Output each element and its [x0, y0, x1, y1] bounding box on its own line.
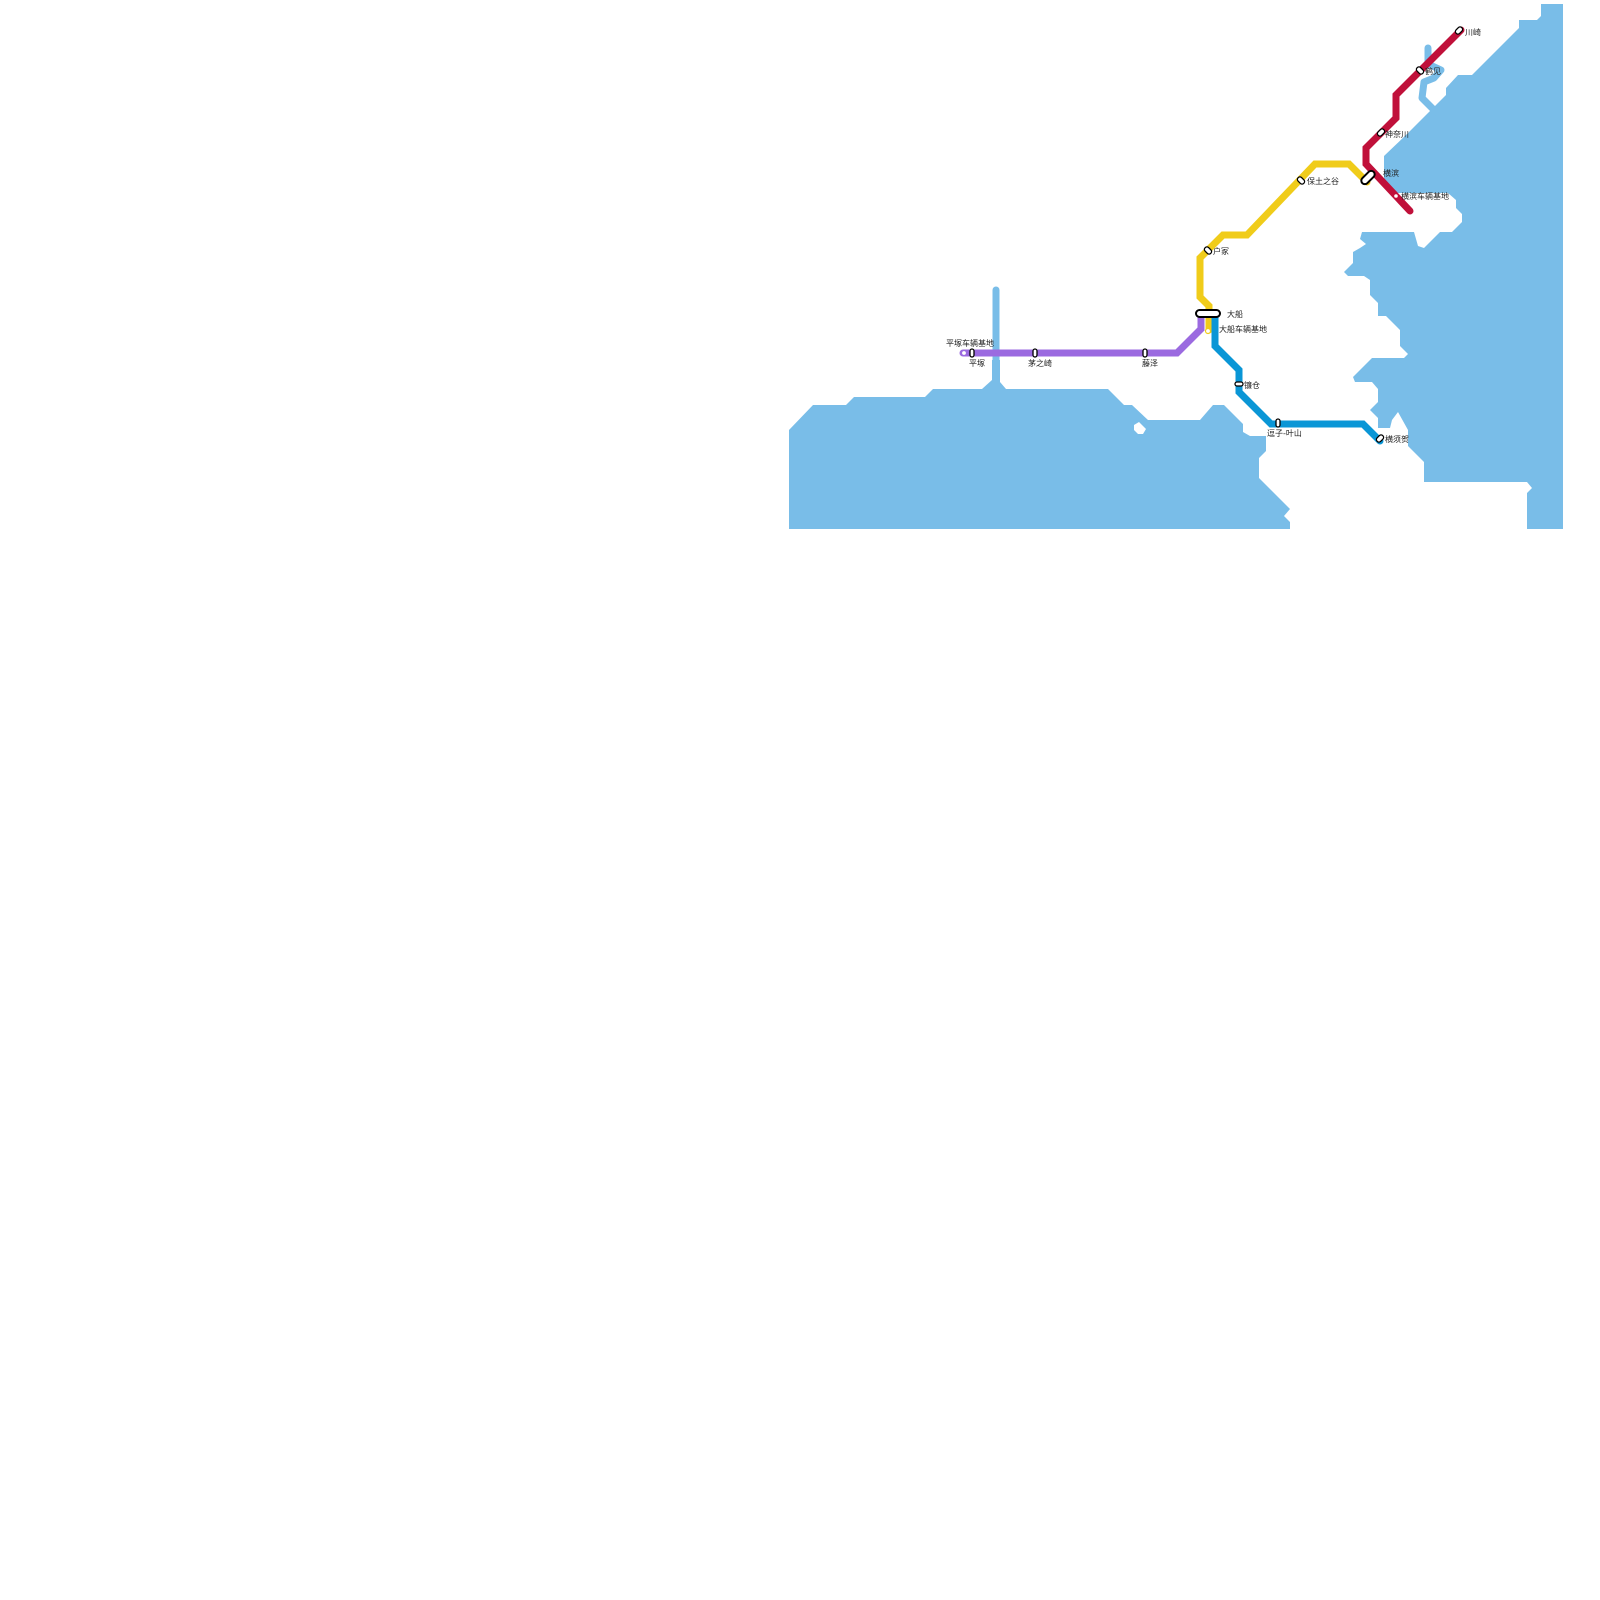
label-yokohama-depot: 横滨车辆基地	[1401, 191, 1449, 201]
hiratsuka-depot-marker[interactable]	[960, 349, 968, 357]
label-yokosuka: 横须贺	[1385, 434, 1409, 444]
label-tsurumi: 鹤见	[1425, 66, 1441, 76]
station-chigasaki[interactable]	[1032, 348, 1038, 358]
sea-layer	[789, 4, 1563, 529]
station-tsurumi[interactable]	[1415, 66, 1425, 75]
label-hiratsuka-depot: 平塚车辆基地	[946, 338, 994, 348]
station-ofuna[interactable]	[1195, 309, 1221, 318]
label-fujisawa: 藤泽	[1142, 358, 1158, 368]
yellow-line	[1196, 160, 1371, 334]
sagami-islet	[1134, 422, 1146, 434]
label-hodogaya: 保土之谷	[1307, 176, 1339, 186]
label-ofuna: 大船	[1227, 309, 1243, 319]
station-yokohama[interactable]	[1360, 169, 1376, 186]
label-kanagawa: 神奈川	[1385, 129, 1409, 139]
stations	[969, 26, 1464, 443]
label-kawasaki: 川崎	[1465, 27, 1481, 37]
station-kamakura[interactable]	[1234, 381, 1244, 387]
station-hiratsuka[interactable]	[969, 348, 975, 358]
ofuna-depot-marker[interactable]	[1204, 327, 1212, 335]
label-ofuna-depot: 大船车辆基地	[1219, 324, 1267, 334]
yokohama-depot-marker[interactable]	[1394, 194, 1398, 198]
station-kawasaki[interactable]	[1454, 26, 1464, 35]
label-kamakura: 镰仓	[1244, 380, 1260, 390]
station-yokosuka[interactable]	[1375, 434, 1385, 443]
purple-line	[959, 311, 1205, 357]
station-zushi-hayama[interactable]	[1275, 418, 1281, 428]
station-hodogaya[interactable]	[1296, 176, 1306, 185]
station-fujisawa[interactable]	[1142, 348, 1148, 358]
label-totsuka: 户冢	[1213, 246, 1229, 256]
blue-line	[1211, 311, 1384, 445]
station-labels: 川崎 鹤见 神奈川 横滨 横滨车辆基地 保土之谷 户冢 大船 大船车辆基地 镰仓…	[946, 27, 1481, 444]
sagami-bay	[789, 360, 1290, 529]
label-hiratsuka: 平塚	[969, 359, 985, 368]
label-yokohama: 横滨	[1383, 168, 1399, 178]
tokyo-bay	[1344, 4, 1563, 529]
station-totsuka[interactable]	[1203, 246, 1213, 255]
station-kanagawa[interactable]	[1376, 128, 1386, 137]
label-zushi-hayama: 逗子-叶山	[1267, 428, 1302, 438]
label-chigasaki: 茅之崎	[1028, 358, 1052, 368]
